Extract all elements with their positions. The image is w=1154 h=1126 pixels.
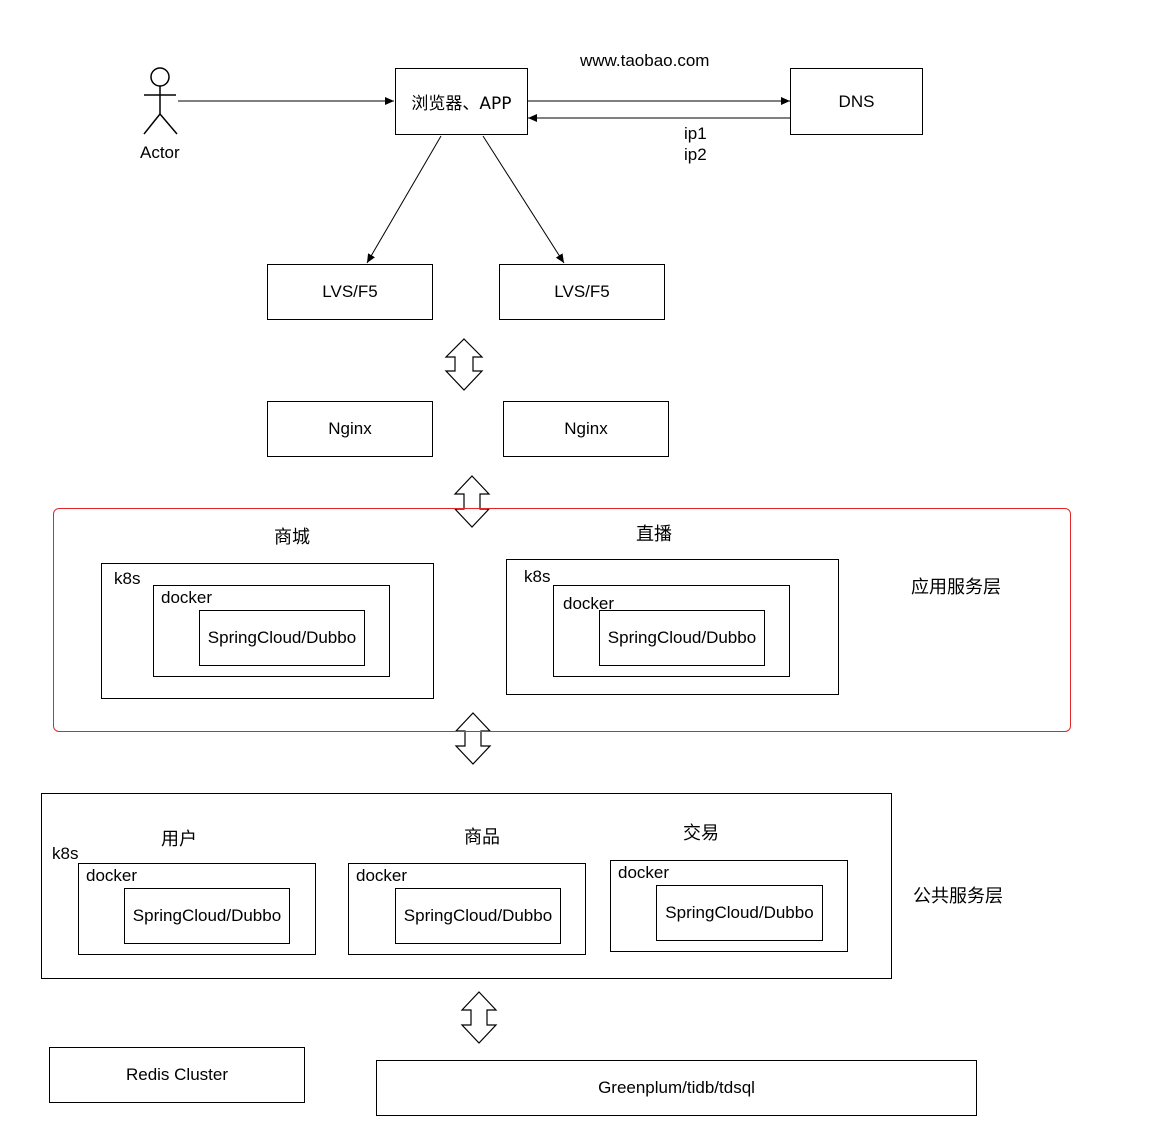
actor-label: Actor bbox=[140, 143, 180, 162]
lvs-label-2: LVS/F5 bbox=[554, 282, 610, 301]
app-layer-frame bbox=[53, 508, 1071, 732]
public-k8s-label: k8s bbox=[52, 844, 79, 863]
dns-box: DNS bbox=[790, 68, 923, 135]
lvs-nginx-double-arrow bbox=[444, 338, 484, 391]
nginx-label-1: Nginx bbox=[328, 419, 372, 438]
mall-docker-label: docker bbox=[161, 588, 213, 607]
actor-icon bbox=[143, 67, 178, 135]
browser-to-lvs2-arrow bbox=[482, 135, 565, 264]
nginx-label-2: Nginx bbox=[564, 419, 608, 438]
goods-service-label: SpringCloud/Dubbo bbox=[403, 906, 553, 925]
user-docker-label: docker bbox=[86, 866, 138, 885]
live-service-box: SpringCloud/Dubbo bbox=[599, 610, 765, 666]
goods-docker-label: docker bbox=[356, 866, 408, 885]
nginx-box-1: Nginx bbox=[267, 401, 433, 457]
app-layer-label: 应用服务层 bbox=[911, 577, 1001, 598]
trade-docker-label: docker bbox=[618, 863, 670, 882]
live-service-label: SpringCloud/Dubbo bbox=[607, 628, 757, 647]
user-title: 用户 bbox=[161, 829, 197, 850]
browser-app-box: 浏览器、APP bbox=[395, 68, 528, 135]
mall-service-box: SpringCloud/Dubbo bbox=[199, 610, 365, 666]
goods-title: 商品 bbox=[464, 827, 500, 848]
ip1-label: ip1 bbox=[684, 124, 707, 143]
live-docker-label: docker bbox=[563, 594, 615, 613]
url-label: www.taobao.com bbox=[580, 51, 710, 70]
browser-app-label: 浏览器、APP bbox=[411, 94, 512, 114]
nginx-box-2: Nginx bbox=[503, 401, 669, 457]
public-storage-double-arrow bbox=[460, 991, 498, 1044]
public-layer-label: 公共服务层 bbox=[913, 886, 1003, 907]
mall-service-label: SpringCloud/Dubbo bbox=[207, 628, 357, 647]
trade-service-box: SpringCloud/Dubbo bbox=[656, 885, 823, 941]
mall-k8s-label: k8s bbox=[114, 569, 141, 588]
trade-service-label: SpringCloud/Dubbo bbox=[665, 903, 814, 922]
redis-cluster-label: Redis Cluster bbox=[125, 1065, 229, 1084]
live-title: 直播 bbox=[636, 524, 672, 545]
lvs-box-2: LVS/F5 bbox=[499, 264, 665, 320]
redis-cluster-box: Redis Cluster bbox=[49, 1047, 305, 1103]
browser-to-lvs1-arrow bbox=[366, 135, 442, 264]
user-service-label: SpringCloud/Dubbo bbox=[132, 906, 282, 925]
database-label: Greenplum/tidb/tdsql bbox=[598, 1078, 755, 1097]
mall-title: 商城 bbox=[274, 527, 310, 548]
database-box: Greenplum/tidb/tdsql bbox=[376, 1060, 977, 1116]
goods-service-box: SpringCloud/Dubbo bbox=[395, 888, 561, 944]
dns-label: DNS bbox=[838, 91, 875, 111]
lvs-box-1: LVS/F5 bbox=[267, 264, 433, 320]
lvs-label-1: LVS/F5 bbox=[322, 282, 378, 301]
user-service-box: SpringCloud/Dubbo bbox=[124, 888, 290, 944]
trade-title: 交易 bbox=[683, 823, 719, 844]
ip2-label: ip2 bbox=[684, 145, 707, 164]
live-k8s-label: k8s bbox=[524, 567, 551, 586]
